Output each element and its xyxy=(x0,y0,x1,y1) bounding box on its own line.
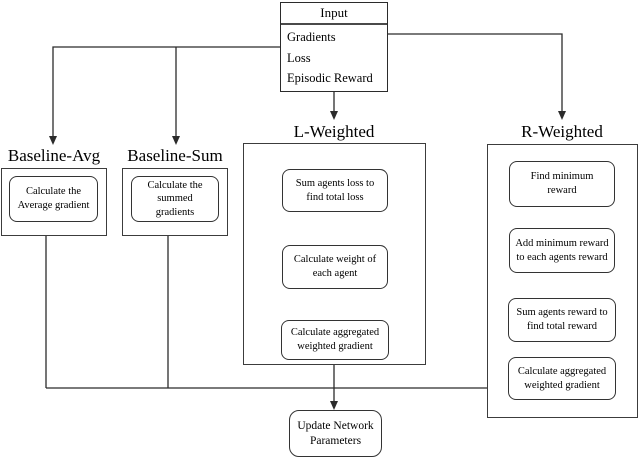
input-rows: Gradients Loss Episodic Reward xyxy=(281,25,387,91)
input-row-gradients: Gradients xyxy=(287,30,336,45)
input-row-episodic-reward: Episodic Reward xyxy=(287,71,373,86)
arrowhead-l-weighted xyxy=(330,111,338,120)
arrowhead-baseline-avg xyxy=(49,136,57,145)
step-l-aggregated-weighted-gradient: Calculate aggregated weighted gradient xyxy=(281,320,389,360)
arrowhead-update xyxy=(330,401,338,410)
arrowhead-r-weighted xyxy=(558,111,566,120)
branch-title-r-weighted: R-Weighted xyxy=(521,122,603,141)
branch-title-baseline-sum: Baseline-Sum xyxy=(127,146,223,165)
step-find-minimum-reward: Find minimum reward xyxy=(509,161,615,207)
step-sum-agents-loss: Sum agents loss to find total loss xyxy=(282,169,388,212)
input-node: Input Gradients Loss Episodic Reward xyxy=(280,2,388,92)
connector-input-to-r-weighted xyxy=(388,33,563,111)
connector-input-to-baseline-avg xyxy=(52,46,280,136)
branch-title-l-weighted: L-Weighted xyxy=(293,122,375,141)
input-row-loss: Loss xyxy=(287,50,311,65)
update-network-parameters-node: Update Network Parameters xyxy=(289,410,382,457)
step-calculate-average-gradient: Calculate the Average gradient xyxy=(9,176,98,222)
step-r-aggregated-weighted-gradient: Calculate aggregated weighted gradient xyxy=(508,357,616,400)
branch-title-baseline-avg: Baseline-Avg xyxy=(7,146,101,165)
step-calculate-summed-gradients: Calculate the summed gradients xyxy=(131,176,219,222)
step-add-minimum-reward: Add minimum reward to each agents reward xyxy=(509,228,615,273)
step-calculate-weight-each-agent: Calculate weight of each agent xyxy=(282,245,388,289)
step-sum-agents-reward: Sum agents reward to find total reward xyxy=(508,298,616,342)
arrowhead-baseline-sum xyxy=(172,136,180,145)
input-title: Input xyxy=(281,3,387,25)
